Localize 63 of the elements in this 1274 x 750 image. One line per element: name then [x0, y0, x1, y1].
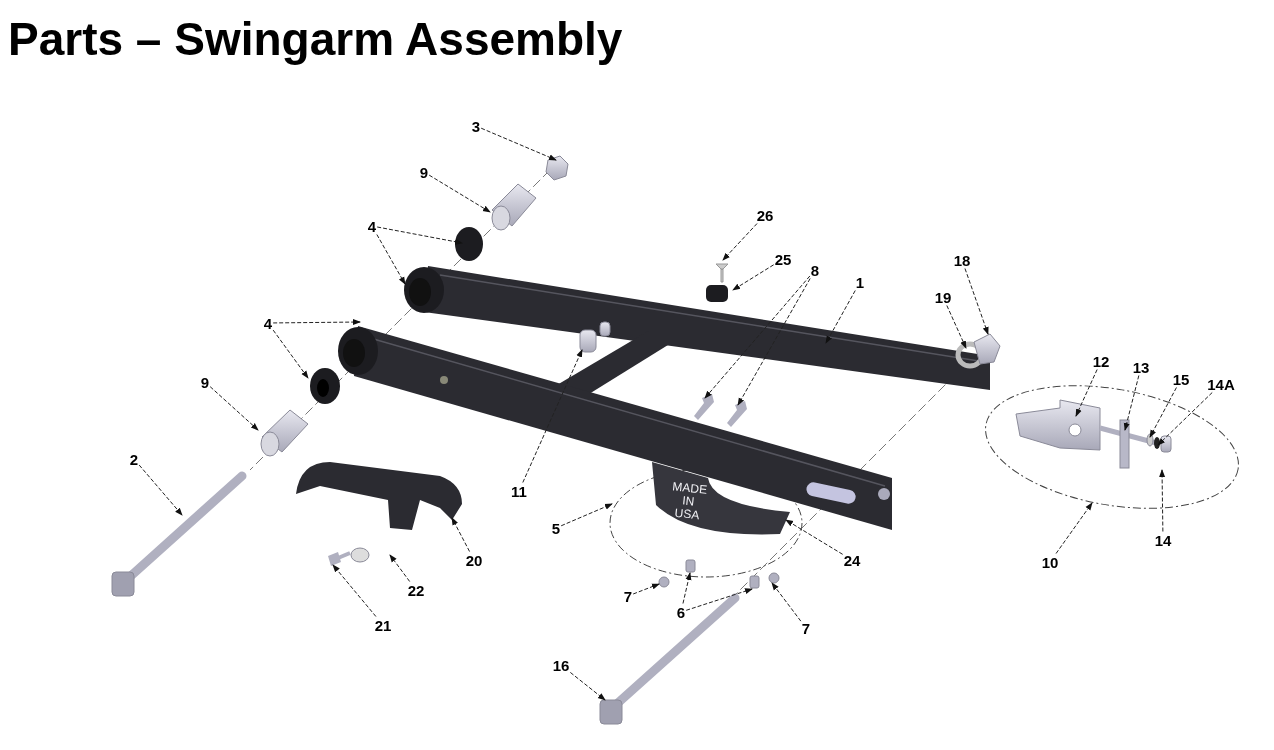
callout-number: 9 [418, 163, 430, 181]
leader-line [1157, 392, 1213, 446]
leader-line [569, 671, 606, 701]
callout-number: 19 [933, 288, 953, 306]
leader-line [737, 278, 811, 406]
leader-line [1149, 387, 1177, 438]
leader-line [376, 234, 406, 285]
callout-number: 4 [262, 314, 274, 332]
leader-line [964, 268, 989, 335]
callout-number: 4 [366, 217, 378, 235]
callout-number: 15 [1171, 370, 1191, 388]
leader-line [376, 226, 463, 245]
callout-number: 2 [128, 450, 140, 468]
callout-number: 24 [842, 551, 862, 569]
leader-line [722, 223, 758, 261]
leader-line [632, 583, 660, 595]
leader-line [704, 275, 811, 399]
callout-number: 21 [373, 616, 393, 634]
callout-number: 7 [622, 587, 634, 605]
leader-line [332, 564, 377, 617]
callout-number: 18 [952, 251, 972, 269]
leader-line [1159, 469, 1166, 532]
page-title: Parts – Swingarm Assembly [8, 12, 623, 66]
callout-number: 22 [406, 581, 426, 599]
callout-number: 7 [800, 619, 812, 637]
callout-number: 25 [773, 250, 793, 268]
callout-number: 10 [1040, 553, 1060, 571]
leader-line [209, 386, 259, 431]
callout-number: 12 [1091, 352, 1111, 370]
leader-line [522, 349, 583, 483]
leader-line [451, 517, 471, 552]
leader-line [771, 582, 802, 622]
leader-line [1123, 375, 1140, 431]
callout-number: 20 [464, 551, 484, 569]
callout-number: 13 [1131, 358, 1151, 376]
callout-number: 14A [1206, 375, 1236, 393]
leader-line [272, 319, 361, 326]
leader-line [1055, 502, 1093, 554]
leader-line [682, 572, 692, 604]
leader-line [389, 554, 411, 582]
leader-line [785, 519, 844, 555]
leader-line [685, 588, 753, 611]
callout-number: 8 [809, 261, 821, 279]
leader-line [428, 174, 491, 213]
callout-number: 11 [510, 482, 528, 500]
leader-line [825, 290, 856, 344]
leader-line [272, 329, 309, 379]
leader-line [946, 305, 967, 349]
callout-number: 9 [199, 373, 211, 391]
callout-number: 1 [854, 273, 866, 291]
leader-line [560, 503, 613, 527]
callout-number: 14 [1153, 531, 1173, 549]
callout-number: 6 [675, 603, 687, 621]
leader-line [732, 264, 775, 291]
callout-number: 5 [550, 519, 562, 537]
leader-line [480, 127, 557, 161]
callout-number: 16 [551, 656, 571, 674]
engraved-text: MADE IN USA [671, 479, 708, 523]
leader-line [138, 464, 183, 516]
chain-guide-mount [652, 462, 790, 535]
leader-line [1075, 369, 1098, 417]
callout-number: 3 [470, 117, 482, 135]
callout-number: 26 [755, 206, 775, 224]
